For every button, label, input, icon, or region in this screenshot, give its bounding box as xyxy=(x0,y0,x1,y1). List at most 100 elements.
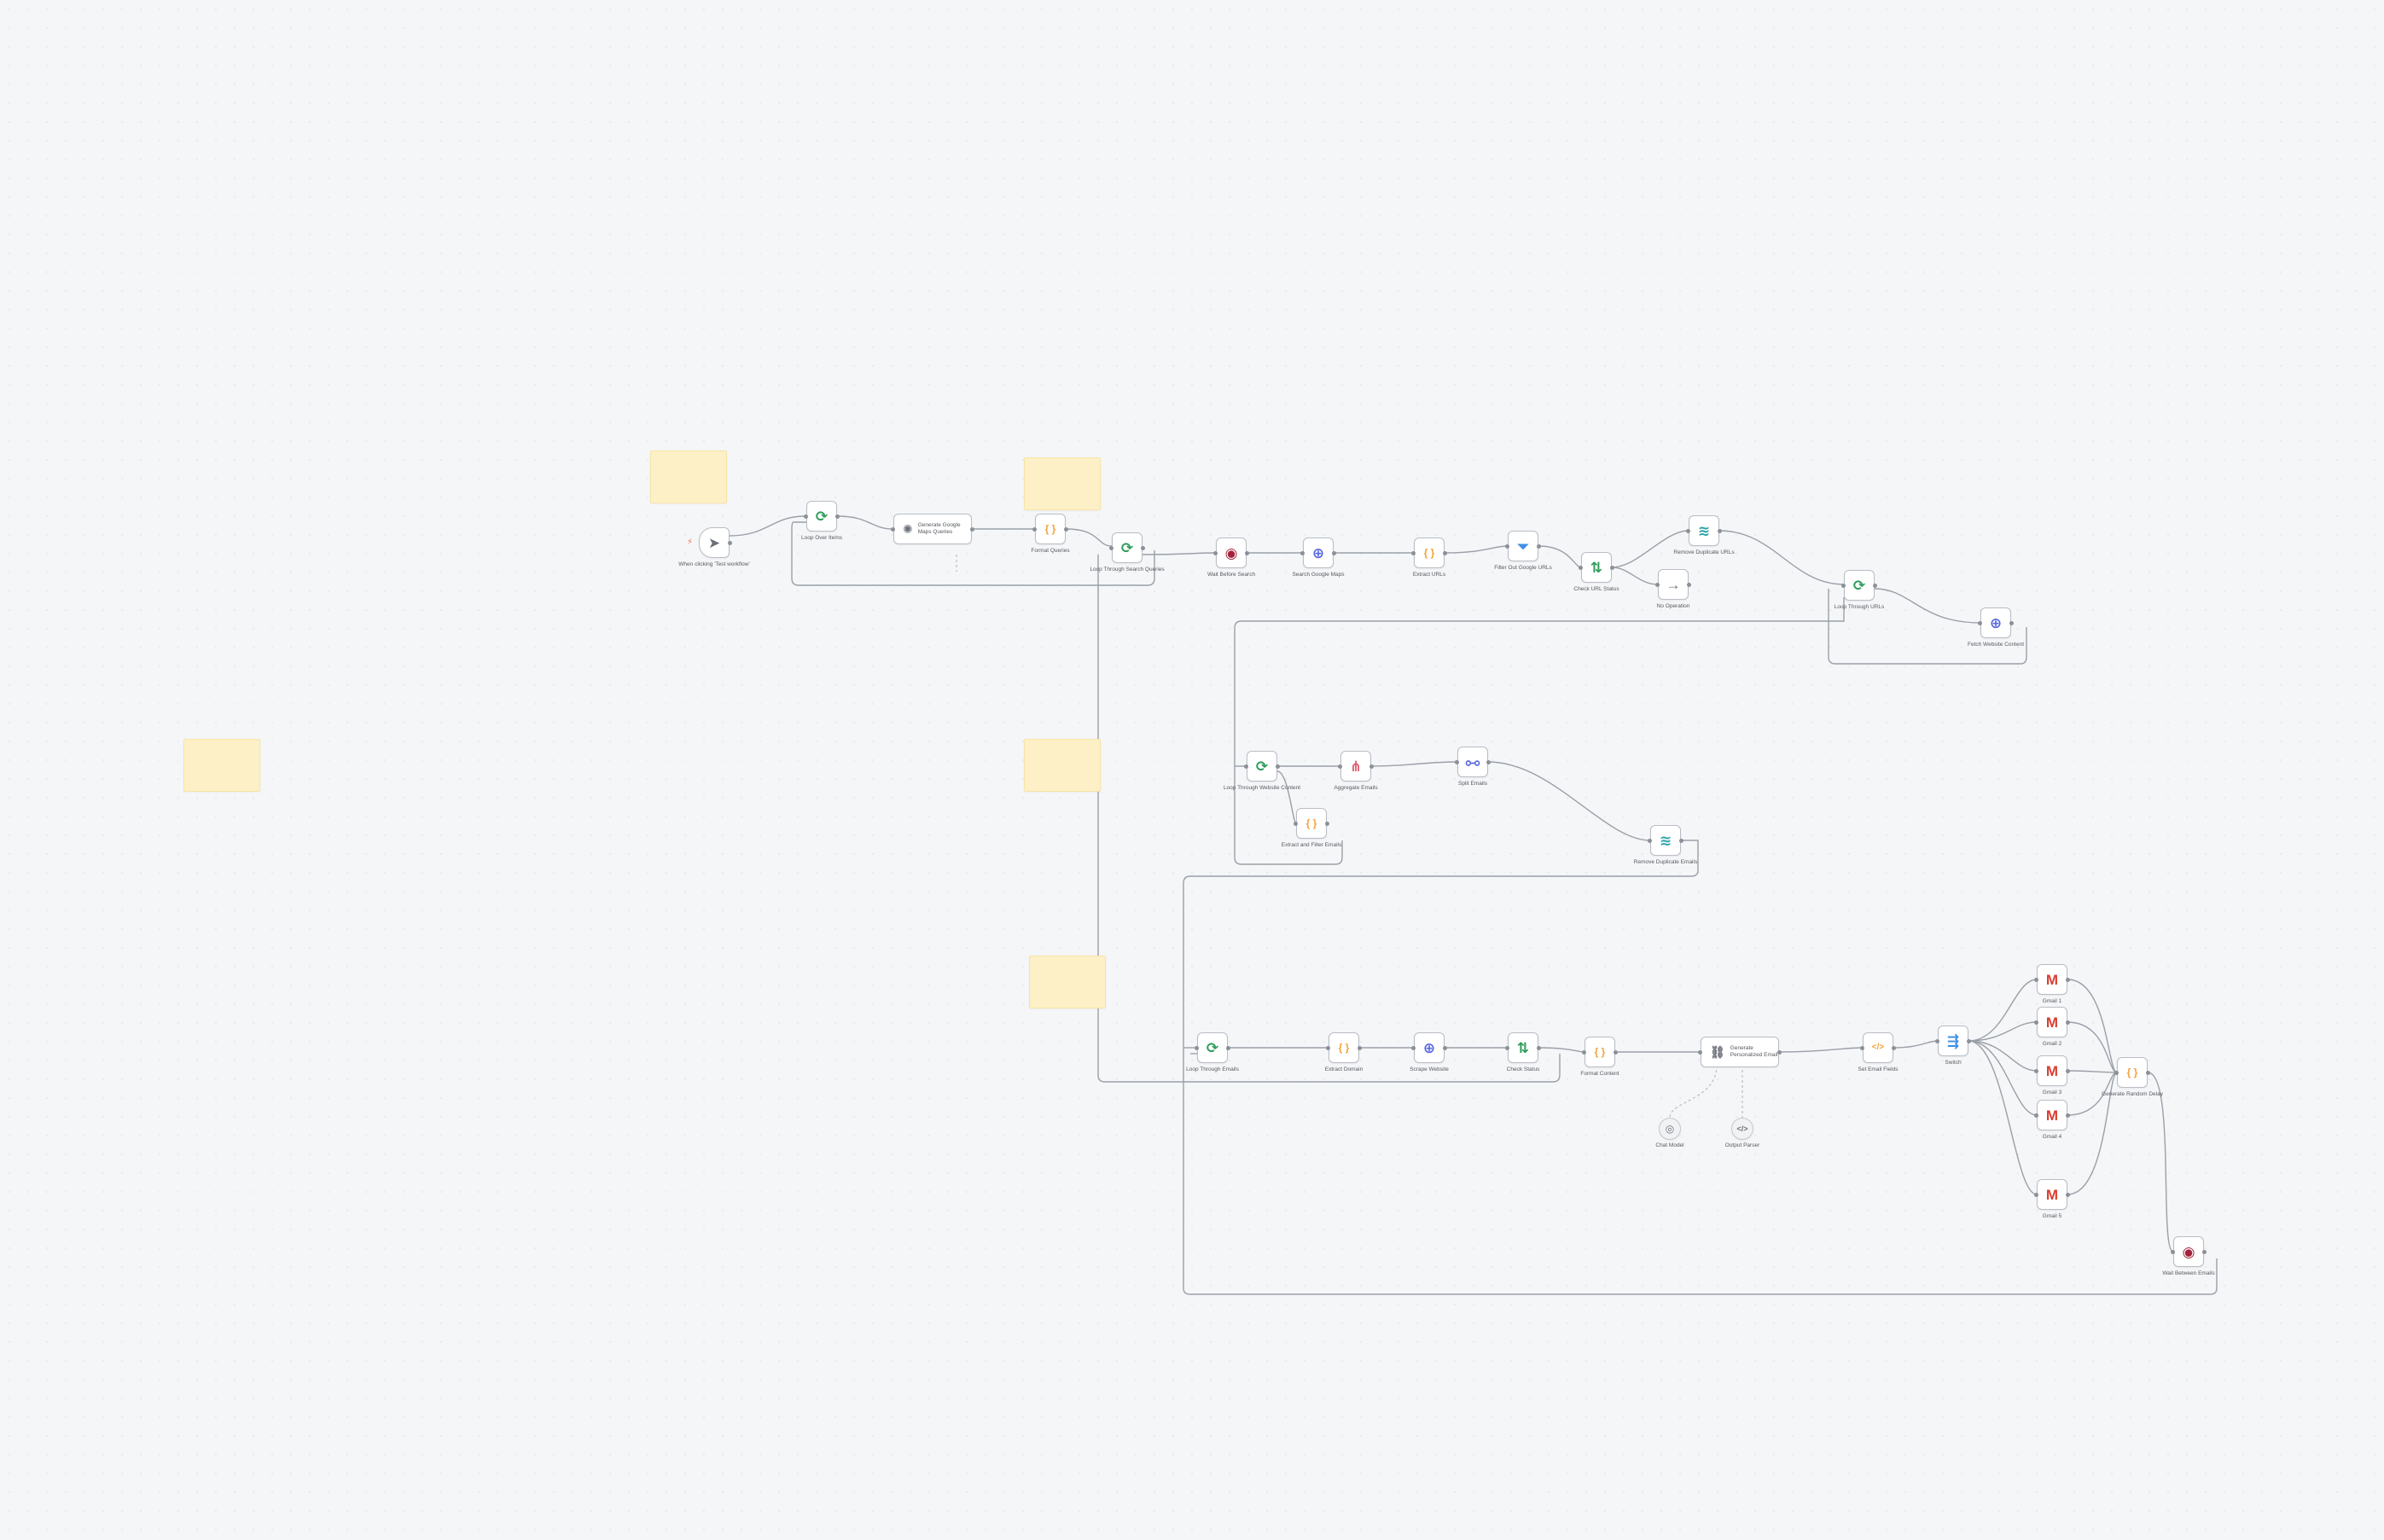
output-port[interactable] xyxy=(2066,1020,2070,1025)
node-box[interactable]: ⟳ xyxy=(806,501,837,532)
node-box[interactable]: M xyxy=(2037,1007,2067,1037)
output-port[interactable] xyxy=(1332,550,1336,555)
input-port[interactable] xyxy=(1244,764,1248,769)
output-port[interactable] xyxy=(1614,1049,1618,1055)
output-port[interactable] xyxy=(1718,528,1722,533)
input-port[interactable] xyxy=(2114,1070,2119,1075)
output-port[interactable] xyxy=(1141,545,1145,550)
node-box[interactable]: ◎ xyxy=(1659,1118,1681,1140)
node-box[interactable]: ⊕ xyxy=(1303,538,1334,568)
input-port[interactable] xyxy=(1455,759,1459,764)
input-port[interactable] xyxy=(2171,1249,2175,1254)
sticky-note-4[interactable] xyxy=(1024,739,1101,792)
output-port[interactable] xyxy=(1687,582,1691,587)
input-port[interactable] xyxy=(804,514,808,519)
sticky-note-1[interactable] xyxy=(650,450,727,503)
output-port[interactable] xyxy=(1537,1045,1541,1050)
input-port[interactable] xyxy=(1213,550,1218,555)
output-port[interactable] xyxy=(1226,1045,1230,1050)
node-box[interactable]: M xyxy=(2037,1179,2067,1210)
node-box[interactable]: ⟳ xyxy=(1112,532,1143,563)
output-port[interactable] xyxy=(2202,1249,2207,1254)
input-port[interactable] xyxy=(1326,1045,1330,1050)
input-port[interactable] xyxy=(2034,1020,2038,1025)
node-box[interactable]: ◉ xyxy=(2173,1236,2204,1267)
output-port[interactable] xyxy=(1245,550,1249,555)
node-box[interactable]: M xyxy=(2037,964,2067,995)
output-port[interactable] xyxy=(1537,543,1541,549)
node-box[interactable]: ⇅ xyxy=(1508,1032,1538,1063)
input-port[interactable] xyxy=(2034,1192,2038,1197)
node-box[interactable]: ⟳ xyxy=(1197,1032,1228,1063)
node-box[interactable]: ⏷ xyxy=(1508,531,1538,561)
node-box[interactable]: </> xyxy=(1731,1118,1753,1140)
output-port[interactable] xyxy=(2066,1113,2070,1118)
node-box[interactable]: ⋔ xyxy=(1340,751,1371,782)
input-port[interactable] xyxy=(2034,977,2038,982)
input-port[interactable] xyxy=(1032,526,1037,532)
node-box[interactable]: M xyxy=(2037,1055,2067,1086)
output-port[interactable] xyxy=(2146,1070,2150,1075)
node-box[interactable]: ⇶ xyxy=(1938,1026,1968,1056)
input-port[interactable] xyxy=(1109,545,1114,550)
output-port[interactable] xyxy=(1325,821,1329,826)
sticky-note-2[interactable] xyxy=(1024,457,1101,510)
node-box[interactable]: ⇅ xyxy=(1581,552,1612,583)
node-box[interactable]: { } xyxy=(2117,1057,2148,1088)
input-port[interactable] xyxy=(1579,565,1583,570)
node-box[interactable]: ≋ xyxy=(1689,515,1719,546)
output-port[interactable] xyxy=(1873,583,1877,588)
node-box[interactable]: { } xyxy=(1329,1032,1359,1063)
node-box[interactable]: → xyxy=(1658,569,1689,600)
output-port[interactable] xyxy=(1610,565,1614,570)
output-port[interactable] xyxy=(835,514,840,519)
output-port[interactable] xyxy=(1358,1045,1362,1050)
input-port[interactable] xyxy=(1411,550,1416,555)
output-port[interactable] xyxy=(2009,620,2014,625)
node-box[interactable]: ⧟ xyxy=(1457,747,1488,777)
output-port[interactable] xyxy=(1443,1045,1447,1050)
output-port[interactable] xyxy=(1064,526,1068,532)
node-box[interactable]: ≋ xyxy=(1650,825,1681,856)
node-box[interactable]: </> xyxy=(1863,1032,1893,1063)
node-box[interactable]: ✺ Generate Google Maps Queries xyxy=(893,514,972,544)
node-box[interactable]: ⛓ Generate Personalized Email xyxy=(1701,1037,1779,1067)
input-port[interactable] xyxy=(1411,1045,1416,1050)
output-port[interactable] xyxy=(1486,759,1491,764)
input-port[interactable] xyxy=(2034,1113,2038,1118)
output-port[interactable] xyxy=(2066,1068,2070,1073)
input-port[interactable] xyxy=(1860,1045,1864,1050)
node-box[interactable]: ⊕ xyxy=(1980,607,2011,638)
input-port[interactable] xyxy=(1505,1045,1509,1050)
input-port[interactable] xyxy=(1841,583,1846,588)
input-port[interactable] xyxy=(1686,528,1690,533)
output-port[interactable] xyxy=(1369,764,1374,769)
input-port[interactable] xyxy=(1294,821,1298,826)
node-box[interactable]: ◉ xyxy=(1216,538,1247,568)
output-port[interactable] xyxy=(1777,1049,1782,1055)
input-port[interactable] xyxy=(1300,550,1305,555)
node-box[interactable]: { } xyxy=(1035,514,1066,544)
input-port[interactable] xyxy=(1655,582,1660,587)
output-port[interactable] xyxy=(728,540,732,545)
input-port[interactable] xyxy=(1505,543,1509,549)
node-box[interactable]: ⟳ xyxy=(1247,751,1277,782)
output-port[interactable] xyxy=(1892,1045,1896,1050)
node-box[interactable]: { } xyxy=(1584,1037,1615,1067)
output-port[interactable] xyxy=(1679,838,1683,843)
node-box[interactable]: ⊕ xyxy=(1414,1032,1445,1063)
input-port[interactable] xyxy=(1338,764,1342,769)
node-box[interactable]: { } xyxy=(1296,808,1327,839)
output-port[interactable] xyxy=(1967,1038,1971,1043)
sticky-note-5[interactable] xyxy=(1029,956,1106,1008)
input-port[interactable] xyxy=(1698,1049,1702,1055)
sticky-note-3[interactable] xyxy=(183,739,260,792)
input-port[interactable] xyxy=(1978,620,1982,625)
node-box[interactable]: M xyxy=(2037,1100,2067,1130)
input-port[interactable] xyxy=(2034,1068,2038,1073)
output-port[interactable] xyxy=(2066,977,2070,982)
node-box[interactable]: { } xyxy=(1414,538,1445,568)
input-port[interactable] xyxy=(1582,1049,1586,1055)
node-box[interactable]: ➤ xyxy=(699,527,730,558)
